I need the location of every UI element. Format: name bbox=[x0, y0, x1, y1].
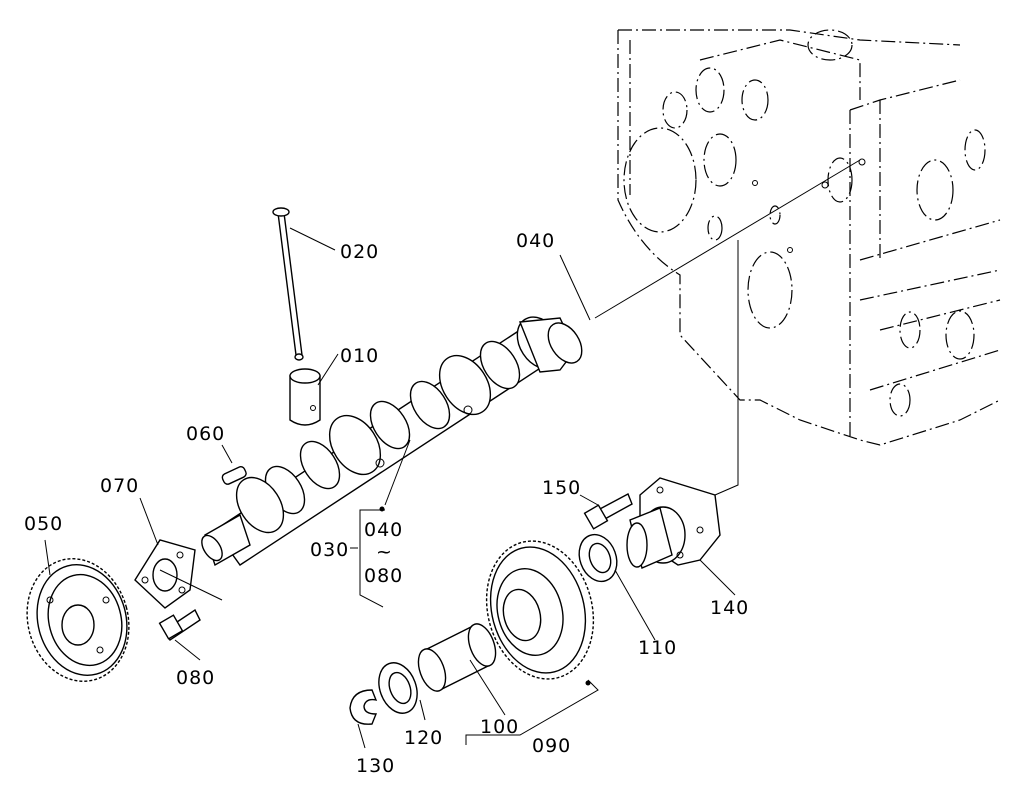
label-080: 080 bbox=[176, 667, 215, 689]
label-140: 140 bbox=[710, 597, 749, 619]
engine-block-outline bbox=[617, 29, 1001, 446]
label-150: 150 bbox=[542, 477, 581, 499]
label-040: 040 bbox=[516, 230, 555, 252]
circlip bbox=[349, 689, 378, 725]
label-060: 060 bbox=[186, 423, 225, 445]
label-110: 110 bbox=[638, 637, 677, 659]
label-100: 100 bbox=[480, 716, 519, 738]
camshaft-axis-line bbox=[594, 159, 861, 319]
label-010: 010 bbox=[340, 345, 379, 367]
thrust-plate bbox=[134, 539, 196, 609]
label-130: 130 bbox=[356, 755, 395, 777]
bushing bbox=[417, 623, 497, 692]
thrust-washer-110 bbox=[578, 533, 618, 583]
cam-gear bbox=[26, 558, 130, 682]
camshaft bbox=[201, 316, 583, 567]
push-rod bbox=[272, 207, 304, 361]
label-030: 030 bbox=[310, 539, 349, 561]
washer-120 bbox=[378, 662, 418, 714]
idle-gear-shaft bbox=[626, 477, 721, 569]
label-090: 090 bbox=[532, 735, 571, 757]
bolt-150 bbox=[583, 493, 633, 530]
idle-gear bbox=[485, 540, 595, 680]
tappet bbox=[289, 368, 321, 426]
bolt-080 bbox=[158, 608, 201, 642]
label-050: 050 bbox=[24, 513, 63, 535]
label-120: 120 bbox=[404, 727, 443, 749]
leader-lines bbox=[44, 227, 739, 749]
label-040-range: 040 bbox=[364, 519, 403, 541]
label-080-range: 080 bbox=[364, 565, 403, 587]
label-070: 070 bbox=[100, 475, 139, 497]
part-labels: 020 010 060 070 050 080 040 030 040 ~ 08… bbox=[24, 230, 749, 777]
feather-key bbox=[221, 466, 247, 485]
label-020: 020 bbox=[340, 241, 379, 263]
label-range-separator: ~ bbox=[376, 541, 393, 563]
